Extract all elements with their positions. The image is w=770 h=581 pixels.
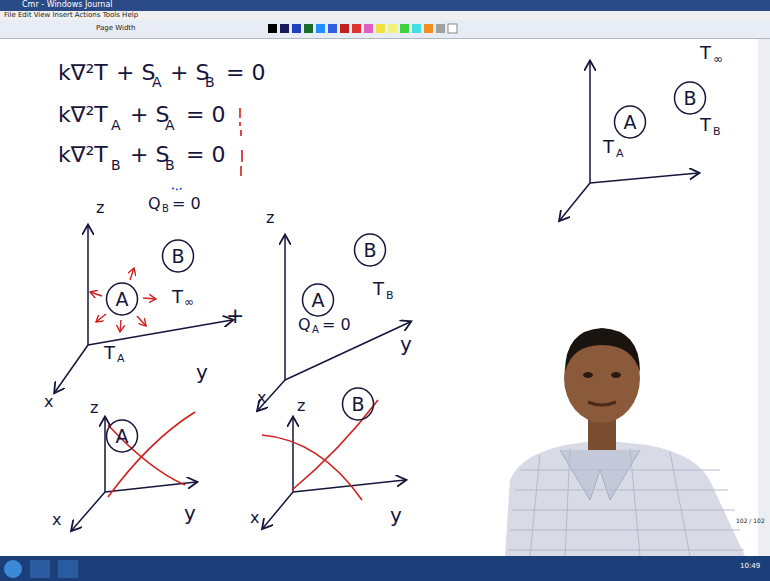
cross-out [262, 400, 378, 500]
handwritten-label: ∞ [184, 296, 194, 308]
node-letter: A [613, 113, 647, 132]
node-letter: B [673, 89, 707, 108]
handwritten-label: 102 / 102 [736, 518, 765, 524]
handwritten-label: + S [170, 62, 209, 84]
handwritten-label: x [250, 510, 259, 526]
handwritten-label: B [111, 158, 121, 172]
handwritten-label: y [400, 334, 412, 354]
handwritten-label: k∇²T [58, 104, 108, 126]
handwritten-label: + S [130, 144, 169, 166]
node-letter: B [341, 395, 375, 414]
presenter-figure [505, 328, 745, 556]
handwritten-label: File Edit View Insert Actions Tools Help [4, 12, 138, 19]
toolbar [0, 20, 770, 38]
heat-flow-arrows [90, 268, 156, 332]
circle-node: A [105, 419, 139, 453]
handwritten-label: A [165, 118, 175, 132]
handwritten-label: T [172, 288, 183, 306]
handwritten-label: k∇²T [58, 62, 108, 84]
node-letter: B [161, 247, 195, 266]
axes [258, 236, 410, 410]
handwritten-label: B [713, 126, 721, 137]
handwritten-label: B [386, 290, 394, 301]
handwritten-label: A [117, 353, 125, 364]
handwritten-label: x [257, 390, 266, 406]
taskbar [0, 556, 770, 581]
circle-node: B [161, 239, 195, 273]
handwritten-label: Q [298, 317, 311, 333]
title-bar [0, 0, 770, 11]
handwritten-label: Cmr - Windows Journal [22, 1, 113, 9]
handwritten-label: ∞ [713, 53, 723, 65]
handwritten-label: + S [116, 62, 155, 84]
handwritten-label: y [184, 503, 196, 523]
handwritten-label: Page Width [96, 25, 136, 32]
handwritten-label: A [312, 325, 319, 335]
handwritten-label: = 0 [322, 317, 351, 333]
circle-node: B [341, 387, 375, 421]
handwritten-label: T [700, 44, 711, 62]
handwritten-label: A [152, 75, 162, 89]
node-letter: A [105, 290, 139, 309]
handwritten-label: + [226, 305, 244, 327]
axes [55, 226, 232, 392]
circle-node: A [613, 105, 647, 139]
handwritten-label: B [162, 204, 169, 214]
menu-bar [0, 11, 770, 20]
handwritten-label: = 0 [226, 62, 265, 84]
handwritten-label: x [44, 394, 53, 410]
handwritten-label: B [165, 158, 175, 172]
handwritten-label: B [205, 75, 215, 89]
handwritten-label: z [90, 400, 98, 416]
handwritten-label: 10:49 [740, 563, 760, 570]
handwritten-label: = 0 [172, 196, 201, 212]
node-letter: A [301, 291, 335, 310]
cross-out [108, 412, 195, 497]
handwritten-label: T [603, 138, 614, 156]
handwritten-label: + S [130, 104, 169, 126]
axes [263, 418, 405, 528]
handwritten-label: T [373, 280, 384, 298]
handwritten-label: z [266, 210, 274, 226]
circle-node: A [105, 282, 139, 316]
circle-node: B [353, 233, 387, 267]
handwritten-label: y [196, 362, 208, 382]
axes [72, 418, 196, 530]
handwritten-label: Q [148, 196, 161, 212]
handwritten-label: T [104, 344, 115, 362]
color-swatches [268, 24, 457, 33]
handwritten-label: A [616, 148, 624, 159]
handwritten-label: T [700, 116, 711, 134]
handwritten-label: k∇²T [58, 144, 108, 166]
axes [560, 62, 698, 220]
handwritten-label: = 0 [186, 144, 225, 166]
circle-node: A [301, 283, 335, 317]
scrollbar [758, 39, 770, 556]
handwritten-label: z [297, 398, 305, 414]
node-letter: A [105, 427, 139, 446]
handwritten-label: A [111, 118, 121, 132]
handwritten-label: y [390, 505, 402, 525]
handwritten-label: z [96, 200, 104, 216]
node-letter: B [353, 241, 387, 260]
handwritten-label: x [52, 512, 61, 528]
circle-node: B [673, 81, 707, 115]
handwritten-label: = 0 [186, 104, 225, 126]
